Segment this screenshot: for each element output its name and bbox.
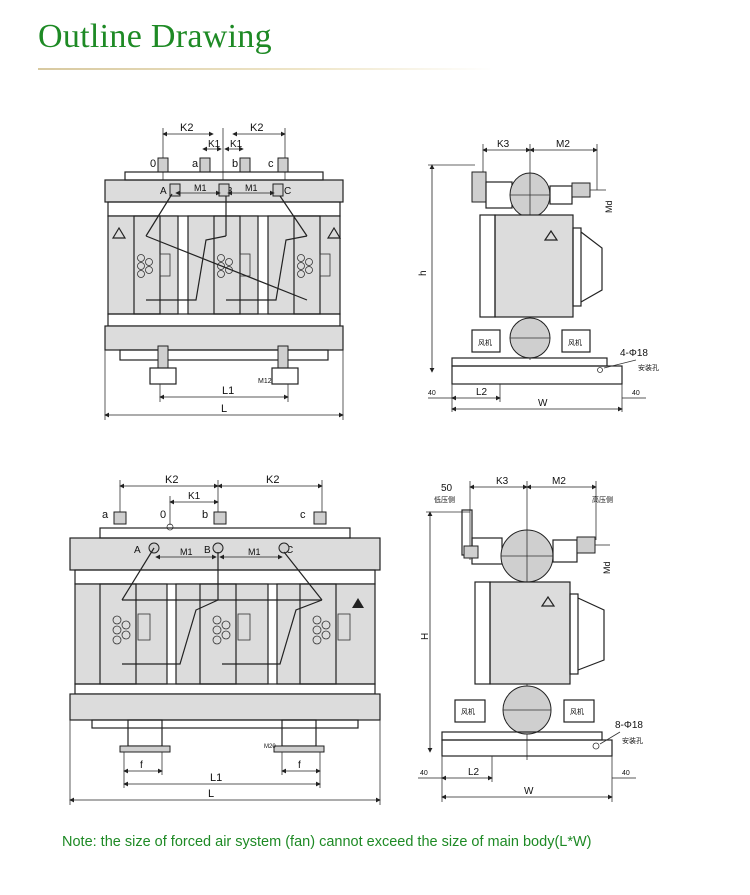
dim-label: Md bbox=[602, 561, 612, 574]
dim-label: K1 bbox=[230, 139, 243, 150]
dim-label: 50 bbox=[441, 483, 453, 494]
dim-label: K2 bbox=[180, 122, 193, 134]
dim-label: L2 bbox=[476, 387, 488, 398]
dim-label: L2 bbox=[468, 767, 480, 778]
terminal-label: C bbox=[286, 545, 293, 556]
dim-label: M1 bbox=[245, 183, 258, 193]
terminal-label: 0 bbox=[160, 509, 166, 521]
dim-label: h bbox=[418, 270, 429, 276]
terminal-label: a bbox=[192, 158, 199, 170]
fan-label: 风机 bbox=[570, 707, 584, 716]
dim-label: 40 bbox=[622, 770, 630, 777]
terminal-label: b bbox=[232, 158, 238, 170]
top-front-view: K2 K2 K1 K1 0 a b c A B C M1 M1 bbox=[104, 122, 344, 420]
dim-label: 40 bbox=[632, 390, 640, 397]
fan-label: 风机 bbox=[568, 338, 582, 347]
dim-label: 40 bbox=[420, 770, 428, 777]
hole-spec-cn: 安装孔 bbox=[638, 363, 659, 372]
dim-label: M2 bbox=[552, 476, 566, 487]
dim-label: K2 bbox=[266, 474, 279, 486]
dim-label: K2 bbox=[165, 474, 178, 486]
dim-label: W bbox=[524, 786, 534, 797]
fan-label: 风机 bbox=[478, 338, 492, 347]
dim-label: M1 bbox=[248, 547, 261, 557]
dim-label: M1 bbox=[180, 547, 193, 557]
top-side-view: K3 M2 h Md 风机 风机 4-Φ18 安装孔 bbox=[418, 139, 659, 412]
terminal-label: c bbox=[300, 509, 306, 521]
terminal-label: 0 bbox=[150, 158, 156, 170]
side-label: 高压侧 bbox=[592, 495, 613, 504]
dim-label: K1 bbox=[188, 491, 201, 502]
page-title: Outline Drawing bbox=[38, 18, 272, 55]
terminal-label: A bbox=[134, 545, 141, 556]
svg-text:M20: M20 bbox=[264, 744, 276, 750]
terminal-label: A bbox=[160, 186, 167, 197]
dim-label: f bbox=[298, 760, 301, 771]
dim-label: M1 bbox=[194, 183, 207, 193]
footer-note: Note: the size of forced air system (fan… bbox=[62, 834, 592, 850]
dim-label: K3 bbox=[496, 476, 509, 487]
dim-label: L1 bbox=[210, 772, 222, 784]
fan-label: 风机 bbox=[461, 707, 475, 716]
bottom-front-view: K2 K2 K1 a 0 b c A B C M1 M1 bbox=[69, 474, 381, 805]
bottom-side-view: 50 低压侧 高压侧 K3 M2 H Md 风机 bbox=[418, 476, 643, 802]
dim-label: K2 bbox=[250, 122, 263, 134]
dim-label: 40 bbox=[428, 390, 436, 397]
terminal-label: a bbox=[102, 509, 109, 521]
dim-label: L bbox=[208, 788, 214, 800]
dim-label: W bbox=[538, 398, 548, 409]
dim-label: L bbox=[221, 403, 227, 415]
terminal-label: c bbox=[268, 158, 274, 170]
dim-label: K3 bbox=[497, 139, 510, 150]
hole-spec-cn: 安装孔 bbox=[622, 736, 643, 745]
title-underline bbox=[38, 68, 493, 70]
terminal-label: C bbox=[284, 186, 291, 197]
dim-label: H bbox=[420, 633, 431, 640]
dim-label: f bbox=[140, 760, 143, 771]
terminal-label: B bbox=[204, 545, 211, 556]
dim-label: L1 bbox=[222, 385, 234, 397]
hole-spec: 8-Φ18 bbox=[615, 720, 643, 731]
dim-label: Md bbox=[604, 200, 614, 213]
hole-spec: 4-Φ18 bbox=[620, 348, 648, 359]
dim-label: M2 bbox=[556, 139, 570, 150]
svg-text:M12: M12 bbox=[258, 378, 272, 385]
side-label: 低压侧 bbox=[434, 495, 455, 504]
terminal-label: b bbox=[202, 509, 208, 521]
dim-label: K1 bbox=[208, 139, 221, 150]
